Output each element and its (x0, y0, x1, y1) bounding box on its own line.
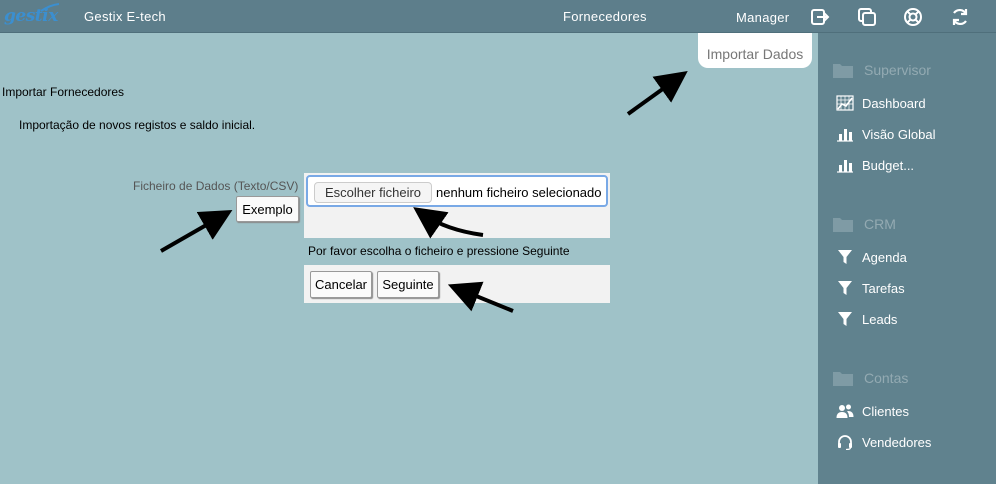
top-bar: gestix Gestix E-tech Fornecedores Manage… (0, 0, 996, 33)
logo-swoosh-icon (40, 3, 60, 12)
company-name[interactable]: Gestix E-tech (84, 9, 166, 24)
users-icon (836, 404, 854, 418)
file-input-panel: Escolher ficheiro nenhum ficheiro seleci… (304, 173, 610, 238)
sidebar-item-label: Leads (862, 312, 898, 327)
chart-grid-icon (836, 95, 854, 111)
user-menu[interactable]: Manager (736, 10, 790, 25)
sidebar-item-label: Tarefas (862, 281, 905, 296)
sidebar-item-label: Visão Global (862, 127, 936, 142)
sidebar-item-label: Agenda (862, 250, 907, 265)
funnel-icon (838, 250, 852, 264)
page-title: Importar Fornecedores (2, 85, 125, 99)
sidebar-item-label: Dashboard (862, 96, 926, 111)
sidebar-item-label: Vendedores (862, 435, 932, 450)
file-input[interactable]: Escolher ficheiro nenhum ficheiro seleci… (306, 175, 608, 207)
sidebar-group-label: Supervisor (864, 62, 931, 78)
funnel-icon (838, 312, 852, 326)
bar-chart-icon (837, 160, 853, 173)
folder-icon (833, 372, 853, 386)
page-description: Importação de novos registos e saldo ini… (19, 118, 256, 132)
headset-icon (838, 435, 852, 450)
help-lifebuoy-icon[interactable] (903, 7, 923, 27)
funnel-icon (838, 281, 852, 295)
sidebar: Supervisor Dashboard Visão Global Budget… (818, 33, 996, 484)
section-title: Fornecedores (563, 9, 647, 24)
next-button[interactable]: Seguinte (377, 271, 439, 298)
data-file-label: Ficheiro de Dados (Texto/CSV) (133, 179, 299, 193)
choose-file-button[interactable]: Escolher ficheiro (314, 182, 432, 203)
folder-icon (833, 64, 853, 78)
file-status-text: nenhum ficheiro selecionado (436, 185, 602, 200)
gestix-logo[interactable]: gestix (4, 6, 58, 26)
cancel-button[interactable]: Cancelar (310, 271, 372, 298)
sidebar-item-label: Budget... (862, 158, 915, 173)
logout-icon[interactable] (810, 7, 830, 27)
refresh-icon[interactable] (950, 7, 970, 27)
bar-chart-icon (837, 129, 853, 142)
example-button[interactable]: Exemplo (236, 196, 299, 222)
import-data-tab[interactable]: Importar Dados (698, 33, 812, 68)
sidebar-item-label: Clientes (862, 404, 909, 419)
windows-icon[interactable] (857, 7, 877, 27)
arrow-to-example-button (160, 210, 233, 253)
sidebar-group-label: CRM (864, 216, 896, 232)
instruction-text: Por favor escolha o ficheiro e pressione… (308, 244, 570, 258)
sidebar-group-label: Contas (864, 370, 909, 386)
arrow-to-import-tab (626, 70, 688, 116)
folder-icon (833, 218, 853, 232)
